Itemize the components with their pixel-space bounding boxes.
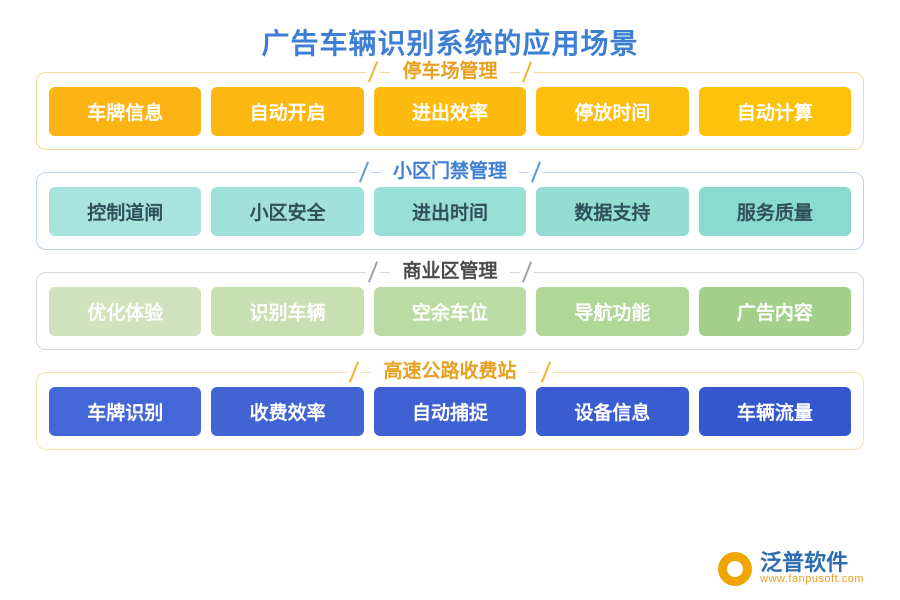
chip-item[interactable]: 收费效率 (211, 386, 364, 436)
chip-item[interactable]: 自动计算 (698, 86, 852, 136)
chip-row: 车牌信息 自动开启 进出效率 停放时间 自动计算 (37, 73, 863, 149)
chip-row: 优化体验 识别车辆 空余车位 导航功能 广告内容 (37, 273, 863, 349)
section-parking-management: 停车场管理 车牌信息 自动开启 进出效率 停放时间 自动计算 (36, 59, 864, 150)
chip-item[interactable]: 识别车辆 (211, 286, 364, 336)
chip-item[interactable]: 车牌信息 (49, 86, 202, 136)
chip-item[interactable]: 广告内容 (698, 286, 852, 336)
chip-item[interactable]: 进出效率 (373, 86, 527, 136)
chip-row: 控制道闸 小区安全 进出时间 数据支持 服务质量 (37, 173, 863, 249)
chip-item[interactable]: 设备信息 (536, 386, 689, 436)
chip-item[interactable]: 优化体验 (49, 286, 202, 336)
chip-item[interactable]: 自动开启 (211, 86, 364, 136)
logo-company-name: 泛普软件 (760, 550, 849, 576)
company-logo: 泛普软件 www.fanpusoft.com (718, 551, 864, 586)
sections-container: 停车场管理 车牌信息 自动开启 进出效率 停放时间 自动计算 小区门禁管理 控制… (0, 59, 900, 450)
chip-item[interactable]: 空余车位 (373, 286, 527, 336)
logo-website-url: www.fanpusoft.com (760, 573, 864, 586)
chip-item[interactable]: 控制道闸 (49, 186, 202, 236)
page-title: 广告车辆识别系统的应用场景 (261, 29, 639, 60)
chip-item[interactable]: 导航功能 (536, 286, 689, 336)
chip-item[interactable]: 车牌识别 (49, 386, 202, 436)
section-commercial-area-management: 商业区管理 优化体验 识别车辆 空余车位 导航功能 广告内容 (36, 259, 864, 350)
chip-item[interactable]: 停放时间 (536, 86, 689, 136)
chip-item[interactable]: 数据支持 (536, 186, 689, 236)
logo-text: 泛普软件 www.fanpusoft.com (760, 551, 864, 586)
chip-item[interactable]: 自动捕捉 (373, 386, 527, 436)
chip-item[interactable]: 小区安全 (211, 186, 364, 236)
chip-row: 车牌识别 收费效率 自动捕捉 设备信息 车辆流量 (37, 373, 863, 449)
section-community-access-management: 小区门禁管理 控制道闸 小区安全 进出时间 数据支持 服务质量 (36, 159, 864, 250)
chip-item[interactable]: 服务质量 (698, 186, 852, 236)
logo-mark-icon (718, 551, 753, 586)
chip-item[interactable]: 车辆流量 (698, 386, 852, 436)
chip-item[interactable]: 进出时间 (373, 186, 527, 236)
section-highway-toll-station: 高速公路收费站 车牌识别 收费效率 自动捕捉 设备信息 车辆流量 (36, 359, 864, 450)
